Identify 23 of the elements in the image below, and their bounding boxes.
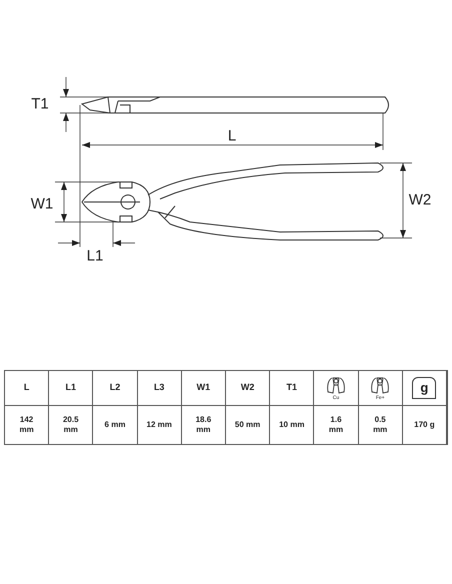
value-cell-text: 10 mm [278, 420, 306, 430]
dimension-label: W1 [30, 196, 54, 212]
column-header: L [24, 381, 30, 394]
dimension-label: W2 [408, 192, 432, 208]
value-cell-text: 20.5 mm [62, 415, 80, 435]
dimension-label: T1 [31, 96, 49, 112]
column-header: L2 [110, 381, 120, 394]
value-cell-text: 142 mm [18, 415, 35, 435]
value-cell-text: 12 mm [146, 420, 173, 430]
value-cell-text: 1.6 mm [328, 415, 344, 435]
column-header: L1 [66, 381, 76, 394]
value-cell-text: 170 g [413, 420, 436, 430]
value-cell-text: 18.6 mm [194, 415, 212, 435]
column-header: L3 [154, 381, 164, 394]
column-header: T1 [286, 381, 298, 394]
dimension-label: L1 [86, 248, 104, 264]
weight-icon: g [412, 377, 436, 399]
column-header: W1 [196, 381, 210, 394]
column-header: W2 [240, 381, 254, 394]
value-cell-text: 6 mm [104, 420, 126, 430]
value-cell-text: 0.5 mm [372, 415, 388, 435]
value-cell-text: 50 mm [234, 420, 262, 430]
dimension-label: L [228, 128, 236, 144]
